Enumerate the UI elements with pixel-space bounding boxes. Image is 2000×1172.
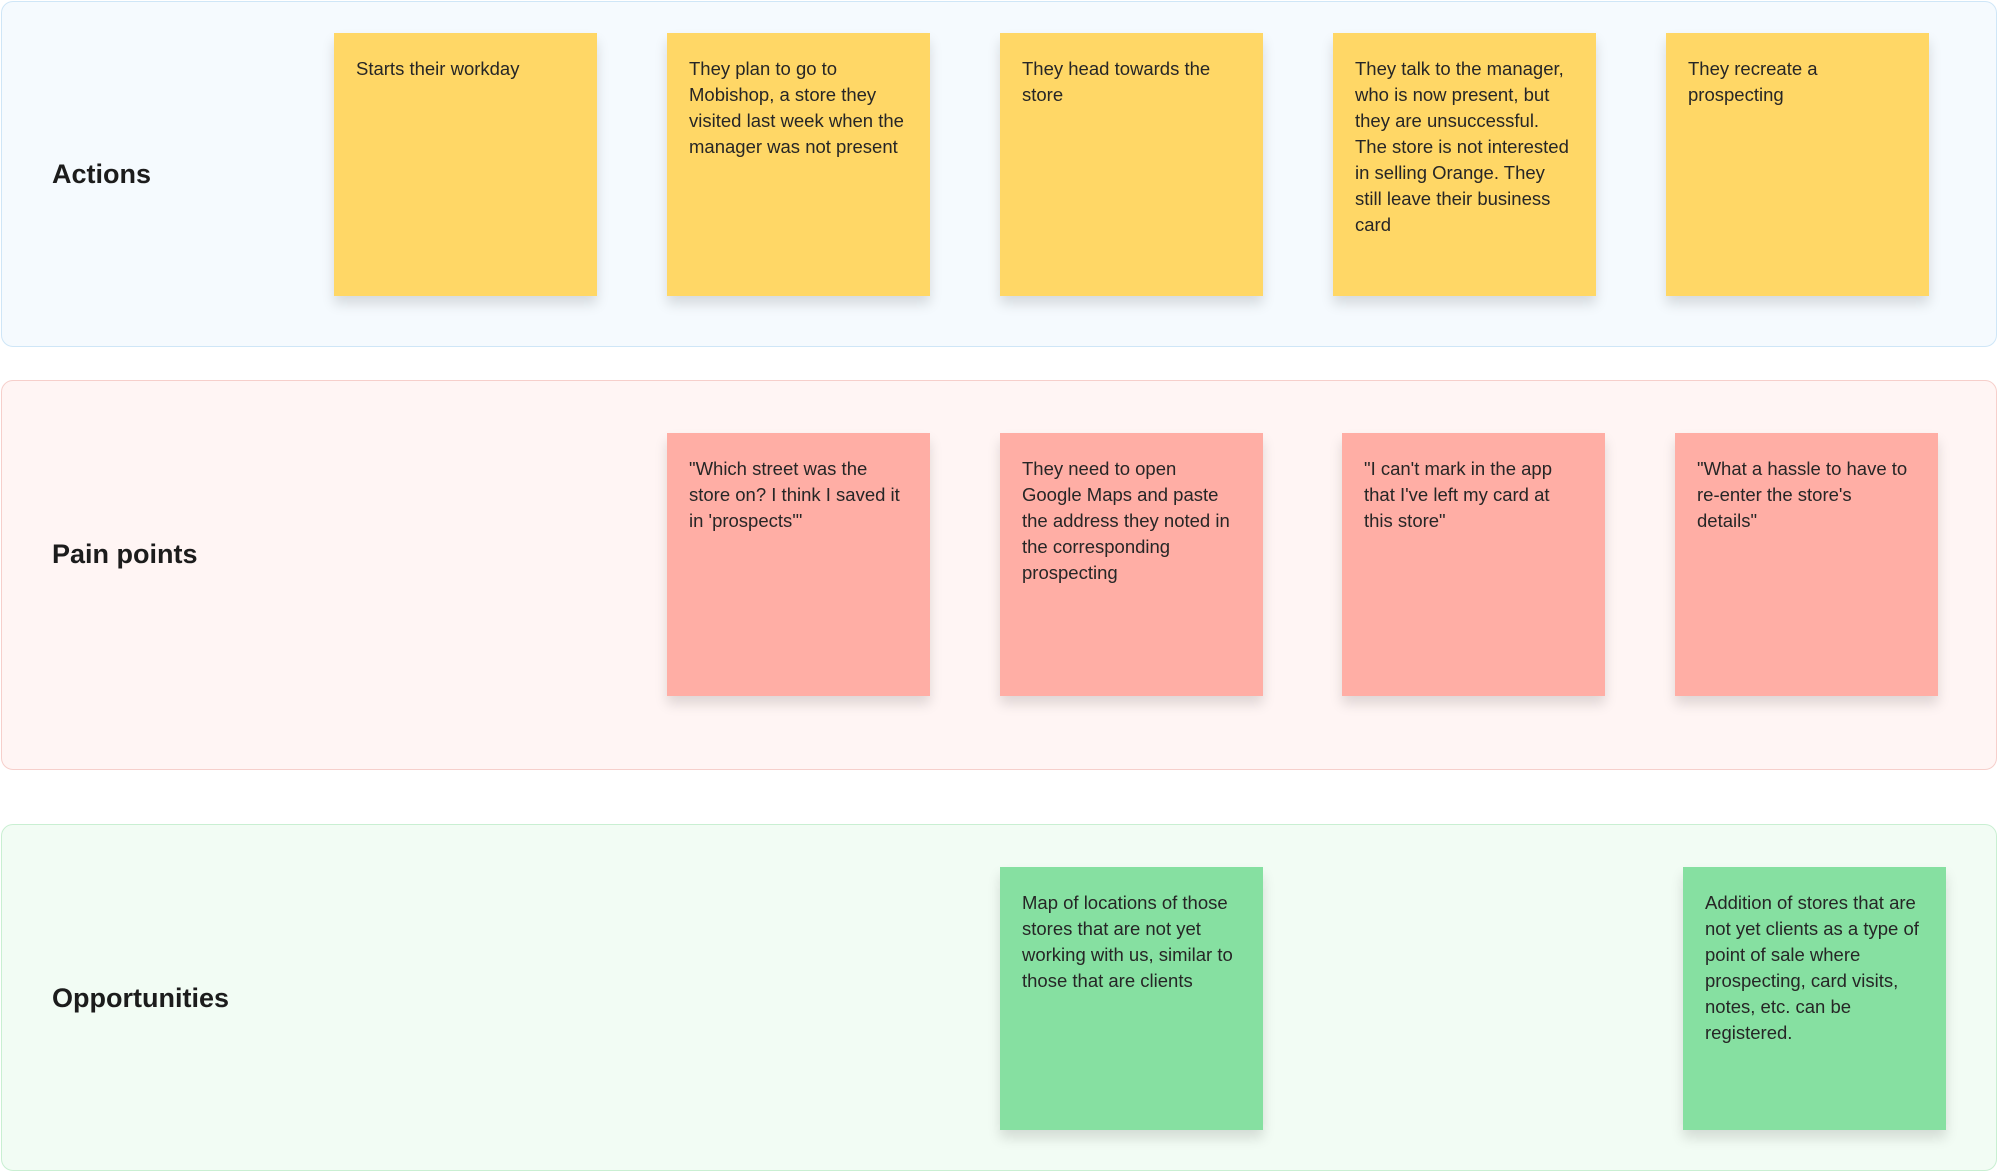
pain-points-lane-title: Pain points	[52, 539, 198, 569]
sticky-note-action-3[interactable]: They head towards the store	[1000, 33, 1263, 296]
actions-lane	[1, 1, 1997, 347]
sticky-note-action-2[interactable]: They plan to go to Mobishop, a store the…	[667, 33, 930, 296]
opportunities-lane	[1, 824, 1997, 1171]
sticky-note-opportunity-2[interactable]: Addition of stores that are not yet clie…	[1683, 867, 1946, 1130]
pain-points-lane	[1, 380, 1997, 770]
sticky-note-pain-2[interactable]: They need to open Google Maps and paste …	[1000, 433, 1263, 696]
sticky-note-pain-4[interactable]: "What a hassle to have to re-enter the s…	[1675, 433, 1938, 696]
sticky-note-pain-1[interactable]: "Which street was the store on? I think …	[667, 433, 930, 696]
sticky-note-opportunity-1[interactable]: Map of locations of those stores that ar…	[1000, 867, 1263, 1130]
sticky-note-action-1[interactable]: Starts their workday	[334, 33, 597, 296]
sticky-note-action-5[interactable]: They recreate a prospecting	[1666, 33, 1929, 296]
actions-lane-title: Actions	[52, 159, 152, 189]
sticky-note-action-4[interactable]: They talk to the manager, who is now pre…	[1333, 33, 1596, 296]
opportunities-lane-title: Opportunities	[52, 983, 229, 1013]
sticky-note-pain-3[interactable]: "I can't mark in the app that I've left …	[1342, 433, 1605, 696]
